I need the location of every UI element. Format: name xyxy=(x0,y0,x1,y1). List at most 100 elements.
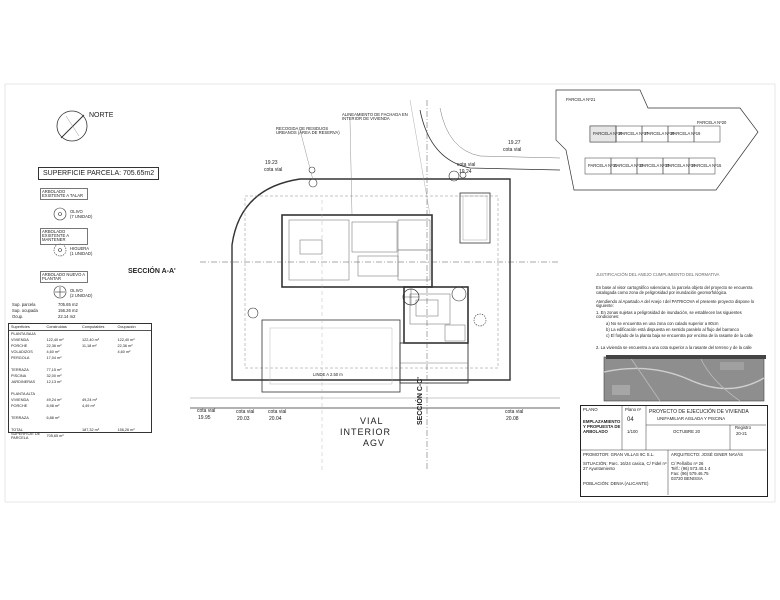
tb-address: C/ Peñalbo nº 26 Telf.: (96) 573.40.1 4 … xyxy=(671,461,711,481)
area-table-row: PLANTA BAJA xyxy=(9,331,151,337)
area-table-row: SUPERFICIE DE PARCELA 705,65 m² xyxy=(9,432,151,440)
area-table-cell: PORCHE xyxy=(11,404,28,408)
area-table-cell: 122,40 m² xyxy=(46,338,64,342)
area-table-row: PLANTA ALTA xyxy=(9,391,151,397)
area-table-cell: 77,15 m² xyxy=(46,368,62,372)
area-table: Superficies Construidas Computables Ocup… xyxy=(8,323,152,440)
area-table-cell: PLANTA ALTA xyxy=(11,392,36,396)
notes-line2: Atendiendo al Apartado A del Anejo I del… xyxy=(596,299,755,309)
key-plan xyxy=(555,89,759,191)
section-aa-label: SECCIÓN A-A' xyxy=(128,268,176,275)
area-table-header: Superficies Construidas Computables Ocup… xyxy=(9,324,151,331)
sheet-frame xyxy=(4,83,776,503)
cota-sw-value: 19.95 xyxy=(198,415,211,421)
summary-value-3: 22.14 m2 xyxy=(58,314,76,319)
cota-nw-caption: cota vial xyxy=(264,167,283,173)
tb-registro: 20-21 xyxy=(736,431,747,436)
area-table-cell: 4,60 m² xyxy=(117,350,131,354)
site-plan xyxy=(190,99,561,470)
area-col-header: Computables xyxy=(82,325,105,329)
summary-label-1: Sup. parcela xyxy=(12,302,36,307)
tb-plano-no-label: Plano nº xyxy=(625,407,642,412)
tb-scale: 1/100 xyxy=(627,429,638,434)
tb-promotor: PROMOTOR: GRAN VILLAS 9C S.L. xyxy=(583,452,655,457)
cota-s2-value: 20.04 xyxy=(269,416,282,422)
title-block: PLANO EMPLAZAMIENTO Y PROPUESTA DE ARBOL… xyxy=(580,405,768,497)
area-table-cell: PERGOLA xyxy=(11,356,30,360)
tb-arquitecto: ARQUITECTO: JOSÉ GINER NAVÁS xyxy=(671,452,743,457)
area-table-cell: JARDINERAS xyxy=(11,380,36,384)
area-table-cell: 22,36 m² xyxy=(117,344,133,348)
legend-title-keep: ARBOLADO EXISTENTE A MANTENER xyxy=(40,228,88,245)
tb-plano-label: PLANO xyxy=(583,407,598,412)
area-table-cell: 4,49 m² xyxy=(82,404,95,408)
cota-s1-value: 20.03 xyxy=(237,416,250,422)
legend-title-new: ARBOLADO NUEVO A PLANTAR xyxy=(40,271,88,284)
area-table-cell: SUPERFICIE DE PARCELA xyxy=(11,432,41,440)
tb-plan-name: EMPLAZAMIENTO Y PROPUESTA DE ARBOLADO xyxy=(583,419,621,434)
area-table-row: JARDINERAS 12,13 m² xyxy=(9,379,151,385)
area-table-cell: VIVIENDA xyxy=(11,338,29,342)
key-parcel-21: PARCELA Nº21 xyxy=(566,97,596,102)
notes-sub-b: b) La edificación está dispuesta en sent… xyxy=(606,327,739,332)
aerial-map-image xyxy=(603,355,766,402)
road-label-3: AGV xyxy=(363,438,386,448)
summary-value-2: 156.26 m2 xyxy=(58,308,78,313)
tb-date: OCTUBRE 20 xyxy=(673,429,700,434)
area-table-row: TERRAZA 6,88 m² xyxy=(9,415,151,421)
legend-qty-2: (1 UNIDAD) xyxy=(70,251,93,256)
area-table-cell: 17,04 m² xyxy=(46,356,62,360)
area-table-cell: 705,65 m² xyxy=(46,434,64,438)
tb-poblacion: POBLACIÓN: DENIA (ALICANTE) xyxy=(583,481,649,486)
area-table-cell: 6,88 m² xyxy=(46,416,60,420)
cota-ne-value: 19.27 xyxy=(508,140,521,146)
legend-name-1: OLIVO xyxy=(70,209,83,214)
area-col-header: Construidas xyxy=(46,325,67,329)
area-table-row: PISCINA 32,00 m² xyxy=(9,373,151,379)
area-table-cell: 22,36 m² xyxy=(46,344,62,348)
legend-qty-3: (2 UNIDAD) xyxy=(70,293,93,298)
cota-sw-caption: cota vial xyxy=(197,408,216,414)
notes-sub-c: c) El forjado de la planta baja se encue… xyxy=(606,333,753,338)
tb-project-sub: UNIFAMILIAR AISLADA Y PISCINA xyxy=(657,416,726,421)
legend-qty-1: (7 UNIDAD) xyxy=(70,214,93,219)
key-parcel: PARCELA Nº14 xyxy=(666,163,696,168)
summary-label-2: Sup. ocupada xyxy=(12,308,38,313)
road-label-1: VIAL xyxy=(360,416,384,426)
north-label: NORTE xyxy=(89,112,114,119)
area-table-cell: 12,13 m² xyxy=(46,380,62,384)
tree-symbol-fig-icon xyxy=(53,243,67,257)
cota-s1-caption: cota vial xyxy=(236,409,255,415)
area-table-cell: PISCINA xyxy=(11,374,27,378)
area-table-cell: PORCHE xyxy=(11,344,28,348)
notes-sub-a: a) No se encuentra en una zona con calad… xyxy=(606,321,719,326)
legend-name-3: OLIVO xyxy=(70,288,83,293)
cota-se-caption: cota vial xyxy=(505,409,524,415)
area-table-cell: 11,18 m² xyxy=(82,344,97,348)
key-parcel: PARCELA Nº11 xyxy=(588,163,618,168)
area-table-cell: 187,32 m² xyxy=(82,428,100,432)
cota-se-value: 20.08 xyxy=(506,416,519,422)
notes-item2: 2. La vivienda se encuentra a una cota s… xyxy=(596,345,752,350)
road-label-2: INTERIOR xyxy=(340,427,392,437)
legend-name-2: HIGUERA xyxy=(70,246,90,251)
area-table-cell: PLANTA BAJA xyxy=(11,332,36,336)
area-table-cell: TERRAZA xyxy=(11,416,29,420)
area-col-header: Ocupación xyxy=(117,325,136,329)
area-col-header: Superficies xyxy=(11,325,30,329)
key-parcel: PARCELA Nº19 xyxy=(671,131,701,136)
area-table-cell: 49,24 m² xyxy=(46,398,62,402)
area-table-cell: 32,00 m² xyxy=(46,374,62,378)
north-arrow-icon xyxy=(56,110,88,142)
cota-nw-value: 19.23 xyxy=(265,160,278,166)
key-parcel: PARCELA Nº15 xyxy=(692,163,722,168)
note-waste: RECOGIDA DE RESIDUOS URBANOS (ÁREA DE RE… xyxy=(276,126,340,136)
tb-registro-label: Registro xyxy=(735,425,752,430)
area-table-cell: VOLADIZOS xyxy=(11,350,33,354)
